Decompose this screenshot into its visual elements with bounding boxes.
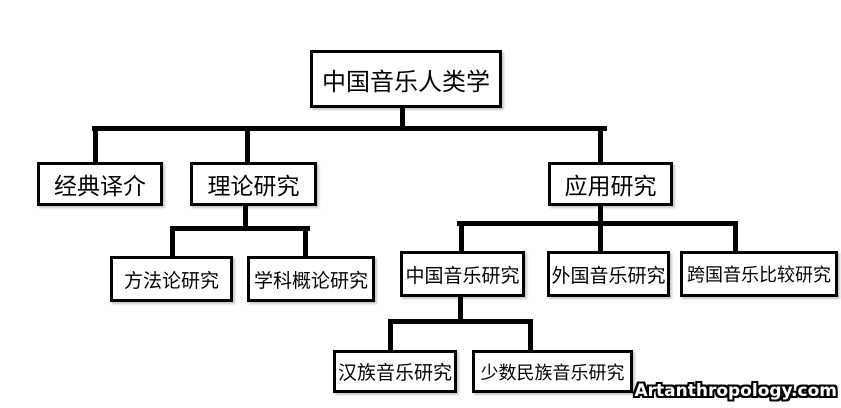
connector-root-trunk [400, 106, 405, 130]
connector-drop-han-music-research [388, 322, 393, 352]
connector-drop-chinese-music-research [459, 224, 464, 254]
node-chinese-music-research-label: 中国音乐研究 [405, 264, 520, 287]
node-foreign-music-research: 外国音乐研究 [547, 251, 670, 297]
connector-drop-theoretical-research [245, 128, 250, 164]
connector-drop-transnational-music-comparison-research [733, 224, 738, 254]
connector-theoretical-trunk [243, 204, 248, 229]
connector-chinese-music-trunk [458, 294, 463, 322]
connector-applied-horizontal [457, 221, 738, 226]
connector-drop-foreign-music-research [598, 224, 603, 254]
node-classic-translation: 经典译介 [37, 162, 163, 206]
node-root-label: 中国音乐人类学 [322, 67, 490, 96]
connector-drop-methodology-research [170, 229, 175, 259]
node-han-music-research: 汉族音乐研究 [333, 350, 457, 393]
node-applied-research-label: 应用研究 [564, 174, 657, 200]
node-classic-translation-label: 经典译介 [54, 174, 146, 200]
node-han-music-research-label: 汉族音乐研究 [337, 362, 452, 384]
connector-root-horizontal [92, 126, 607, 131]
node-root: 中国音乐人类学 [310, 50, 502, 108]
connector-applied-trunk [598, 204, 603, 224]
node-applied-research: 应用研究 [548, 162, 673, 206]
node-chinese-music-research: 中国音乐研究 [400, 251, 525, 297]
connector-theoretical-horizontal [170, 226, 310, 231]
watermark: Artanthropology.com [634, 381, 837, 401]
node-discipline-overview-research: 学科概论研究 [247, 256, 375, 302]
connector-drop-classic-translation [93, 128, 98, 164]
connector-drop-applied-research [598, 128, 603, 164]
node-theoretical-research-label: 理论研究 [207, 174, 300, 200]
node-methodology-research: 方法论研究 [110, 256, 233, 302]
connector-drop-minority-music-research [528, 322, 533, 352]
node-minority-music-research-label: 少数民族音乐研究 [480, 362, 625, 384]
node-discipline-overview-research-label: 学科概论研究 [253, 269, 368, 292]
node-transnational-music-comparison-research-label: 跨国音乐比较研究 [687, 265, 831, 286]
node-foreign-music-research-label: 外国音乐研究 [551, 264, 666, 287]
connector-chinese-music-horizontal [388, 319, 533, 324]
node-transnational-music-comparison-research: 跨国音乐比较研究 [680, 251, 838, 297]
node-minority-music-research: 少数民族音乐研究 [472, 350, 633, 393]
node-theoretical-research: 理论研究 [190, 162, 317, 206]
node-methodology-research-label: 方法论研究 [123, 269, 219, 292]
connector-drop-discipline-overview-research [303, 229, 308, 259]
